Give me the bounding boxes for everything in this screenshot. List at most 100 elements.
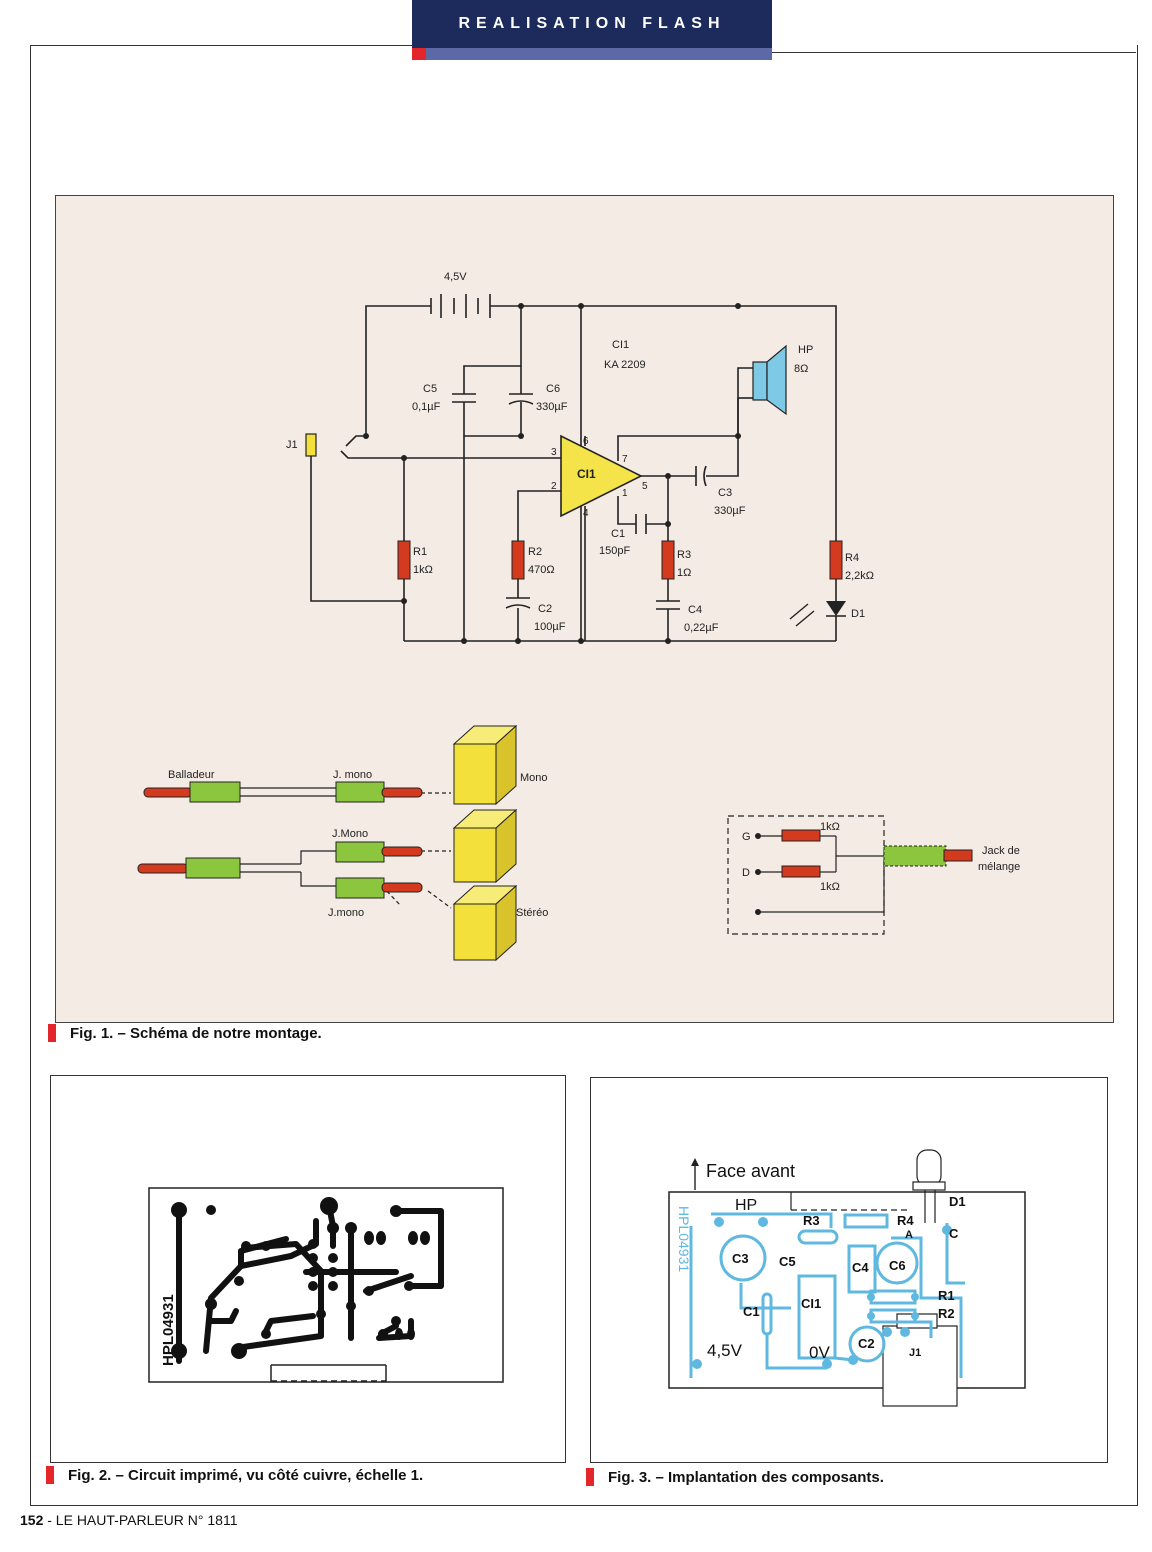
r1-resistor	[397, 540, 411, 580]
balladeur-plug-1	[143, 781, 241, 803]
pin-3: 3	[551, 447, 557, 458]
c3-value: 330µF	[714, 505, 746, 517]
layout-r3-label: R3	[803, 1213, 820, 1228]
r4-resistor	[829, 540, 843, 580]
mono-label: Mono	[520, 772, 548, 784]
c3-label: C3	[718, 487, 732, 499]
figure-3-layout: Face avant HP R3 R4 A C	[590, 1077, 1108, 1463]
figure-1-schematic: 4,5V CI1 KA 2209 CI1 HP 8Ω C5 0,1µF C6 3…	[55, 195, 1114, 1023]
mono-plug-1	[335, 781, 423, 803]
pin-6: 6	[583, 436, 589, 447]
layout-a-label: A	[905, 1229, 913, 1241]
layout-c5-label: C5	[779, 1254, 796, 1269]
r1-label: R1	[413, 546, 427, 558]
layout-c4-label: C4	[852, 1260, 869, 1275]
layout-j1-label: J1	[909, 1347, 921, 1359]
speaker-cube-right	[452, 884, 518, 962]
layout-pcb-reference: HPL04931	[676, 1206, 692, 1272]
pin-2: 2	[551, 481, 557, 492]
pcb-reference: HPL04931	[160, 1294, 177, 1366]
c4-label: C4	[688, 604, 702, 616]
speaker-hp	[752, 361, 768, 401]
balladeur-label: Balladeur	[168, 769, 215, 781]
r1-value: 1kΩ	[413, 564, 433, 576]
r3-value: 1Ω	[677, 567, 691, 579]
balladeur-plug-2	[137, 857, 241, 879]
caption-marker	[586, 1468, 594, 1486]
c1-label: C1	[611, 528, 625, 540]
mono-plug-2	[335, 841, 423, 863]
layout-c3-label: C3	[732, 1251, 749, 1266]
amplifier-ci1	[560, 434, 643, 518]
fig1-caption: Fig. 1. – Schéma de notre montage.	[48, 1024, 322, 1042]
page-footer: 152 - LE HAUT-PARLEUR N° 1811	[20, 1512, 238, 1528]
pin-7: 7	[622, 454, 628, 465]
mix-g-label: G	[742, 831, 751, 843]
layout-r4-label: R4	[897, 1213, 914, 1228]
jack-j1-outline	[882, 1325, 958, 1407]
figure-2-pcb: HPL04931	[50, 1075, 566, 1463]
mixing-jack-diagram: G D 1kΩ 1kΩ Jack de mélange	[727, 815, 1020, 935]
layout-45v-label: 4,5V	[707, 1341, 743, 1360]
caption-marker	[46, 1466, 54, 1484]
pin-4: 4	[583, 508, 589, 519]
c6-value: 330µF	[536, 401, 568, 413]
layout-hp-label: HP	[735, 1197, 757, 1214]
j1-label: J1	[286, 439, 298, 451]
layout-r2-label: R2	[938, 1306, 955, 1321]
ci1-ref: KA 2209	[604, 359, 646, 371]
c2-label: C2	[538, 603, 552, 615]
layout-c1-label: C1	[743, 1304, 760, 1319]
speaker-cube-mono	[452, 724, 518, 806]
jmono-label-2: J.Mono	[332, 828, 368, 840]
frame-top-right	[772, 52, 1136, 53]
fig3-caption: Fig. 3. – Implantation des composants.	[586, 1468, 884, 1486]
header-underline	[426, 48, 772, 60]
frame-top-left	[30, 45, 412, 46]
mix-d-label: D	[742, 867, 750, 879]
r2-resistor	[511, 540, 525, 580]
mix-r2-value: 1kΩ	[820, 881, 840, 893]
r3-label: R3	[677, 549, 691, 561]
c2-value: 100µF	[534, 621, 566, 633]
layout-ci1-label: CI1	[801, 1296, 821, 1311]
layout-0v-label: 0V	[809, 1343, 830, 1362]
layout-c-label: C	[949, 1226, 959, 1241]
ci1-body-label: CI1	[577, 467, 596, 481]
c4-value: 0,22µF	[684, 622, 719, 634]
layout-d1-label: D1	[949, 1194, 966, 1209]
caption-marker	[48, 1024, 56, 1042]
layout-c2-label: C2	[858, 1336, 875, 1351]
ci1-name: CI1	[612, 339, 629, 351]
d1-label: D1	[851, 608, 865, 620]
r3-resistor	[661, 540, 675, 580]
c5-value: 0,1µF	[412, 401, 441, 413]
layout-svg: Face avant HP R3 R4 A C	[668, 1149, 1026, 1407]
c1-value: 150pF	[599, 545, 630, 557]
pin-1: 1	[622, 488, 628, 499]
magazine-label: - LE HAUT-PARLEUR N° 1811	[47, 1512, 238, 1528]
led-d1	[826, 601, 846, 616]
r2-label: R2	[528, 546, 542, 558]
battery-label: 4,5V	[444, 271, 467, 283]
hp-ohm: 8Ω	[794, 363, 808, 375]
c6-label: C6	[546, 383, 560, 395]
speaker-cube-left	[452, 808, 518, 884]
layout-r1-label: R1	[938, 1288, 955, 1303]
mix-r1-value: 1kΩ	[820, 821, 840, 833]
page-number: 152	[20, 1512, 44, 1528]
face-avant-label: Face avant	[706, 1161, 795, 1181]
c5-label: C5	[423, 383, 437, 395]
jmono-label-1: J. mono	[333, 769, 372, 781]
jmono-label-3: J.mono	[328, 907, 364, 919]
r4-label: R4	[845, 552, 859, 564]
fig2-caption: Fig. 2. – Circuit imprimé, vu côté cuivr…	[46, 1466, 423, 1484]
jack-label-line1: Jack de	[982, 845, 1020, 857]
page-frame	[30, 45, 1138, 1506]
r2-value: 470Ω	[528, 564, 555, 576]
section-header: REALISATION FLASH	[412, 0, 772, 48]
schematic-svg: 4,5V CI1 KA 2209 CI1 HP 8Ω C5 0,1µF C6 3…	[137, 271, 1020, 962]
led-outline	[916, 1149, 942, 1187]
hp-label: HP	[798, 344, 813, 356]
r4-value: 2,2kΩ	[845, 570, 874, 582]
